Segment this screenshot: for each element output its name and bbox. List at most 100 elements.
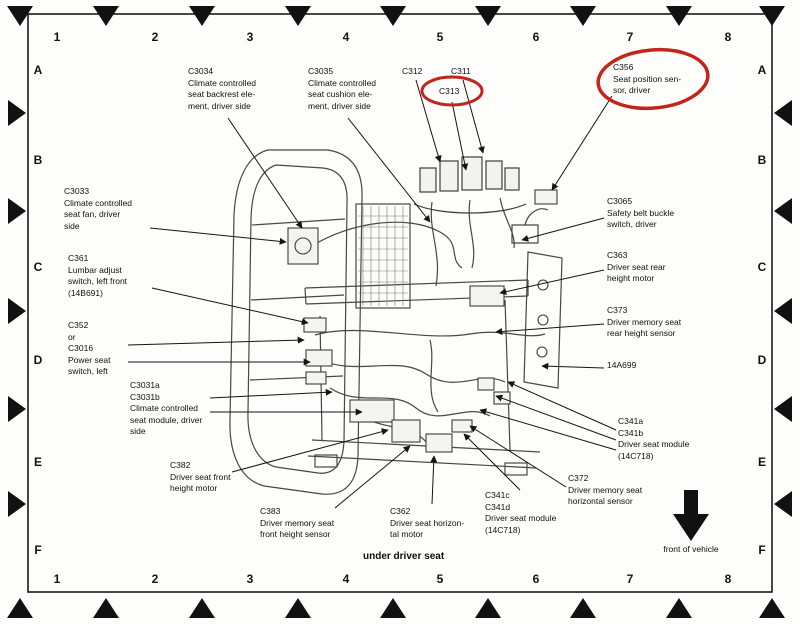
grid-col-3-top: 3 [246, 30, 254, 44]
grid-row-b-right: B [757, 153, 767, 167]
callout-c341ab: C341a C341b Driver seat module (14C718) [618, 416, 690, 461]
callout-c356: C356 Seat position sen- sor, driver [613, 62, 682, 95]
diagram-caption: under driver seat [363, 551, 445, 562]
triangle-marker [8, 491, 26, 517]
callout-c373: C373 Driver memory seat rear height sens… [607, 305, 682, 338]
leader-arrow [551, 95, 613, 191]
triangle-marker [666, 598, 692, 618]
leader-arrow [347, 117, 431, 223]
grid-row-f-left: F [34, 543, 42, 557]
front-of-vehicle-arrow [673, 490, 709, 541]
callout-c3031: C3031a C3031b Climate controlled seat mo… [130, 380, 203, 436]
callout-c361: C361 Lumbar adjust switch, left front (1… [68, 253, 128, 298]
grid-col-7-bottom: 7 [626, 572, 634, 586]
grid-col-4-top: 4 [342, 30, 350, 44]
grid-col-5-top: 5 [436, 30, 444, 44]
grid-col-8-bottom: 8 [724, 572, 732, 586]
grid-row-c-right: C [757, 260, 767, 274]
grid-row-e-left: E [33, 455, 43, 469]
grid-row-a-left: A [33, 63, 43, 77]
grid-col-3-bottom: 3 [246, 572, 254, 586]
grid-col-1-bottom: 1 [53, 572, 61, 586]
radiator-grid [358, 206, 408, 306]
triangle-marker [189, 598, 215, 618]
seat-components [287, 189, 558, 453]
triangle-marker [774, 100, 792, 126]
leader-arrow [521, 217, 605, 242]
triangle-marker [774, 198, 792, 224]
highlights [420, 47, 710, 111]
grid-col-6-bottom: 6 [532, 572, 540, 586]
grid-row-d-left: D [33, 353, 43, 367]
grid-col-1-top: 1 [53, 30, 61, 44]
triangle-marker [93, 6, 119, 26]
grid-col-8-top: 8 [724, 30, 732, 44]
leader-arrow [231, 428, 389, 473]
leader-arrow [415, 79, 442, 163]
grid-row-f-right: F [758, 543, 766, 557]
grid-col-5-bottom: 5 [436, 572, 444, 586]
leader-arrow [495, 394, 617, 441]
triangle-marker [774, 298, 792, 324]
leader-arrow [334, 445, 411, 509]
leader-arrows [127, 79, 617, 509]
leader-arrow [469, 425, 567, 488]
triangle-marker [7, 6, 33, 26]
leader-arrow [499, 269, 605, 296]
triangle-marker [774, 396, 792, 422]
triangle-marker [380, 598, 406, 618]
leader-arrow [463, 433, 521, 491]
triangle-marker [285, 6, 311, 26]
grid-col-7-top: 7 [626, 30, 634, 44]
triangle-marker [570, 598, 596, 618]
leader-arrow [479, 408, 617, 451]
registration-triangles [7, 6, 792, 618]
grid-row-d-right: D [757, 353, 767, 367]
grid-col-2-top: 2 [151, 30, 159, 44]
callout-c3035: C3035 Climate controlled seat cushion el… [308, 66, 377, 111]
triangle-marker [380, 6, 406, 26]
triangle-marker [8, 396, 26, 422]
callout-c3065: C3065 Safety belt buckle switch, driver [607, 196, 675, 229]
leader-arrow [495, 323, 605, 336]
triangle-marker [8, 298, 26, 324]
callout-c3033: C3033 Climate controlled seat fan, drive… [64, 186, 133, 231]
triangle-marker [666, 6, 692, 26]
triangle-marker [774, 491, 792, 517]
callout-14a699: 14A699 [607, 360, 637, 370]
leader-arrow [151, 287, 309, 326]
callout-c311: C311 [451, 66, 471, 76]
callout-c362: C362 Driver seat horizon- tal motor [390, 506, 465, 539]
grid-row-a-right: A [757, 63, 767, 77]
callout-c382: C382 Driver seat front height motor [170, 460, 231, 493]
triangle-marker [189, 6, 215, 26]
triangle-marker [570, 6, 596, 26]
callout-c341cd: C341c C341d Driver seat module (14C718) [485, 490, 557, 535]
leader-arrow [430, 455, 438, 505]
leader-arrow [541, 362, 605, 370]
leader-arrow [451, 101, 469, 171]
callout-c363: C363 Driver seat rear height motor [607, 250, 666, 283]
highlight-ellipse-c313 [420, 75, 484, 107]
grid-row-e-right: E [757, 455, 767, 469]
leader-arrow [209, 388, 333, 399]
leader-arrow [127, 336, 305, 346]
triangle-marker [7, 598, 33, 618]
triangle-marker [8, 198, 26, 224]
triangle-marker [759, 598, 785, 618]
grid-row-b-left: B [33, 153, 43, 167]
grid-col-4-bottom: 4 [342, 572, 350, 586]
callout-c352-c3016: C352 or C3016 Power seat switch, left [68, 320, 111, 376]
callout-c3034: C3034 Climate controlled seat backrest e… [188, 66, 257, 111]
callout-c372: C372 Driver memory seat horizontal senso… [568, 473, 643, 506]
highlight-ellipse-c356 [596, 47, 710, 111]
callout-c383: C383 Driver memory seat front height sen… [260, 506, 335, 539]
front-of-vehicle-label: front of vehicle [663, 544, 719, 554]
triangle-marker [759, 6, 785, 26]
triangle-marker [475, 598, 501, 618]
leader-arrow [462, 79, 485, 154]
triangle-marker [475, 6, 501, 26]
leader-arrow [149, 227, 287, 245]
leader-arrow [227, 117, 303, 229]
